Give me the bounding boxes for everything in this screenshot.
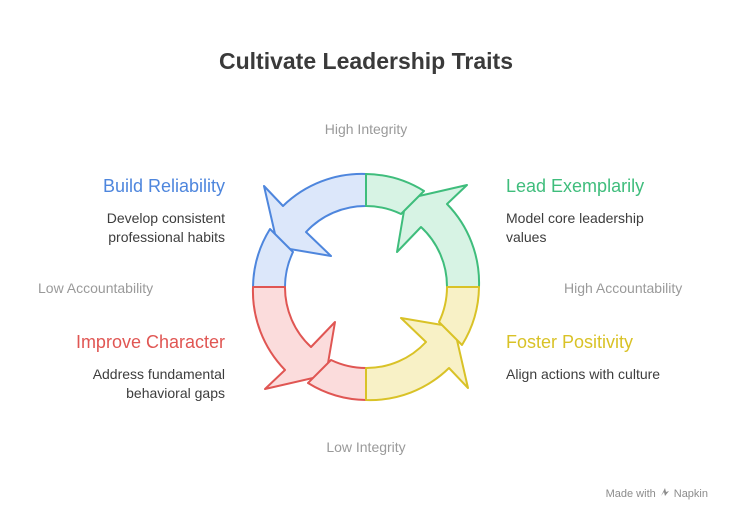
quadrant-build-reliability-desc: Develop consistent professional habits: [106, 210, 225, 245]
quadrant-foster-positivity-desc: Align actions with culture: [506, 366, 661, 382]
footer-text: Made with: [605, 487, 656, 500]
axis-label-left: Low Accountability: [38, 280, 154, 296]
napkin-logo-icon: [660, 487, 670, 500]
quadrant-improve-character-desc: Address fundamental behavioral gaps: [92, 366, 225, 401]
quadrant-lead-exemplarily-title: Lead Exemplarily: [506, 176, 645, 196]
axis-label-bottom: Low Integrity: [326, 439, 406, 455]
quadrant-foster-positivity-band: [438, 286, 480, 346]
footer-attribution: Made with Napkin: [606, 487, 708, 500]
quadrant-foster-positivity-shape: [365, 317, 469, 402]
axis-label-right: High Accountability: [564, 280, 683, 296]
quadrant-improve-character-title: Improve Character: [75, 332, 225, 352]
page-title: Cultivate Leadership Traits: [219, 48, 513, 74]
axis-label-top: High Integrity: [324, 121, 408, 137]
quadrant-lead-exemplarily-band: [365, 173, 425, 215]
quadrant-improve-character-shape: [251, 286, 336, 390]
footer-brand: Napkin: [673, 487, 708, 500]
quadrant-foster-positivity-title: Foster Positivity: [506, 332, 634, 352]
quadrant-build-reliability-shape: [263, 172, 367, 257]
quadrant-build-reliability-title: Build Reliability: [102, 176, 225, 196]
quadrant-lead-exemplarily-shape: [396, 184, 481, 288]
quadrant-improve-character-band: [307, 359, 367, 401]
quadrant-lead-exemplarily-desc: Model core leadership values: [506, 210, 644, 245]
quadrant-build-reliability-band: [252, 228, 294, 288]
